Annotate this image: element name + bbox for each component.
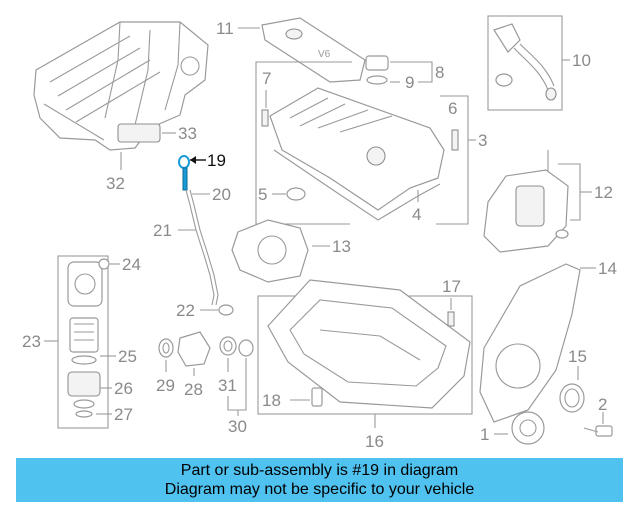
callout-32: 32 [106, 174, 125, 193]
seal-housing [231, 219, 309, 283]
breather-hose-group [487, 15, 563, 111]
dipstick-highlighted [178, 155, 190, 191]
callout-8: 8 [435, 63, 444, 82]
callout-19: 19 [207, 151, 226, 170]
callout-16: 16 [365, 432, 384, 451]
callout-12: 12 [594, 183, 613, 202]
banner-line-1: Part or sub-assembly is #19 in diagram [180, 462, 459, 479]
callout-7: 7 [262, 69, 271, 88]
callout-30: 30 [228, 417, 247, 436]
callout-1: 1 [480, 425, 489, 444]
callout-18: 18 [262, 391, 281, 410]
banner-line-2: Diagram may not be specific to your vehi… [164, 481, 475, 498]
callout-13: 13 [332, 237, 351, 256]
cover-badge: V6 [318, 49, 331, 60]
callout-4: 4 [412, 205, 421, 224]
callout-25: 25 [118, 347, 137, 366]
callout-27: 27 [114, 405, 133, 424]
callout-28: 28 [184, 380, 203, 399]
exploded-parts-diagram: 33 32 19 20 21 22 V6 11 8 9 [22, 15, 617, 451]
callout-24: 24 [122, 255, 141, 274]
callout-26: 26 [114, 379, 133, 398]
callout-3: 3 [478, 131, 487, 150]
valve-cover-group [255, 61, 469, 225]
callout-21: 21 [153, 221, 172, 240]
callout-6: 6 [448, 99, 457, 118]
callout-20: 20 [212, 185, 231, 204]
oil-filter-housing [483, 150, 569, 253]
callout-29: 29 [156, 376, 175, 395]
callout-15: 15 [568, 347, 587, 366]
callout-10: 10 [572, 51, 591, 70]
timing-cover [479, 263, 581, 445]
callout-2: 2 [598, 395, 607, 414]
callout-23: 23 [22, 332, 41, 351]
callout-17: 17 [442, 277, 461, 296]
callout-9: 9 [405, 73, 414, 92]
callout-22: 22 [176, 301, 195, 320]
callout-31: 31 [218, 376, 237, 395]
small-parts [158, 331, 254, 367]
oil-filler-cap [365, 55, 389, 85]
callout-33: 33 [178, 124, 197, 143]
crank-seal [559, 383, 585, 413]
crank-bolt [583, 425, 613, 437]
callout-11: 11 [216, 19, 234, 38]
intake-manifold [33, 21, 209, 151]
dipstick-tube [185, 189, 219, 306]
callout-14: 14 [598, 259, 617, 278]
oil-pan-group [257, 279, 473, 415]
info-banner: Part or sub-assembly is #19 in diagram D… [16, 458, 623, 502]
oil-filter-group [57, 255, 110, 429]
callout-5: 5 [258, 185, 267, 204]
engine-cover: V6 [261, 17, 366, 83]
